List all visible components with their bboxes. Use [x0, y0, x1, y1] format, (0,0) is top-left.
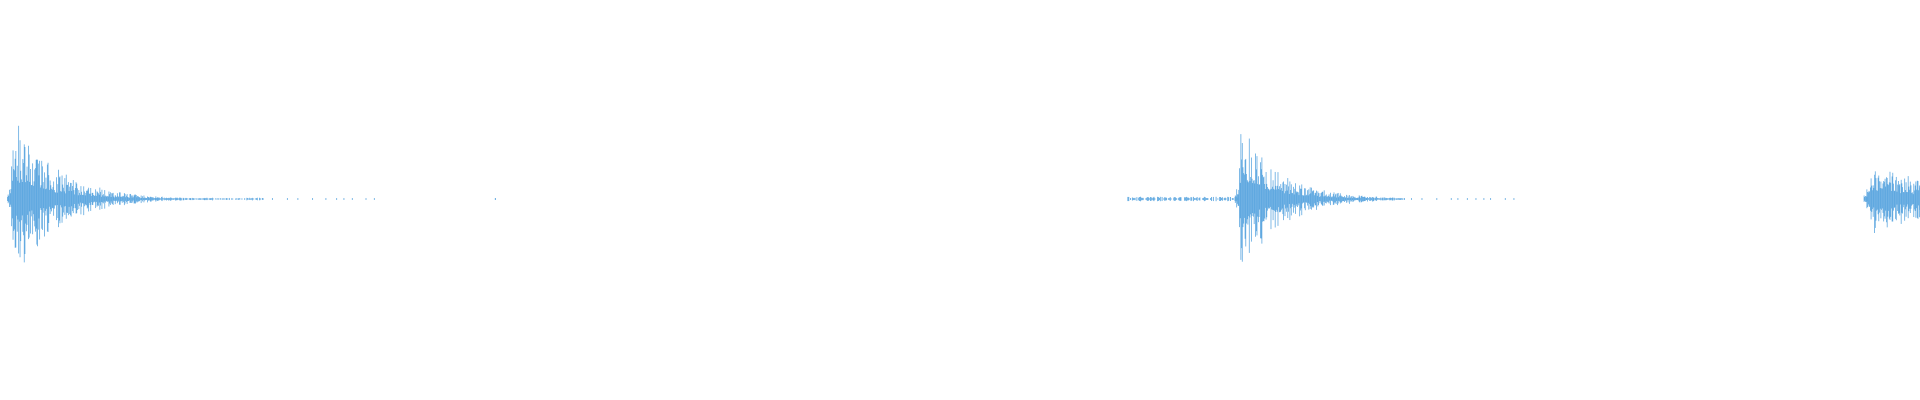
waveform-burst-3 [1863, 171, 1920, 233]
waveform-burst-1 [7, 125, 375, 263]
waveform-bursts [7, 125, 1920, 263]
waveform-burst-2 [1127, 134, 1515, 262]
